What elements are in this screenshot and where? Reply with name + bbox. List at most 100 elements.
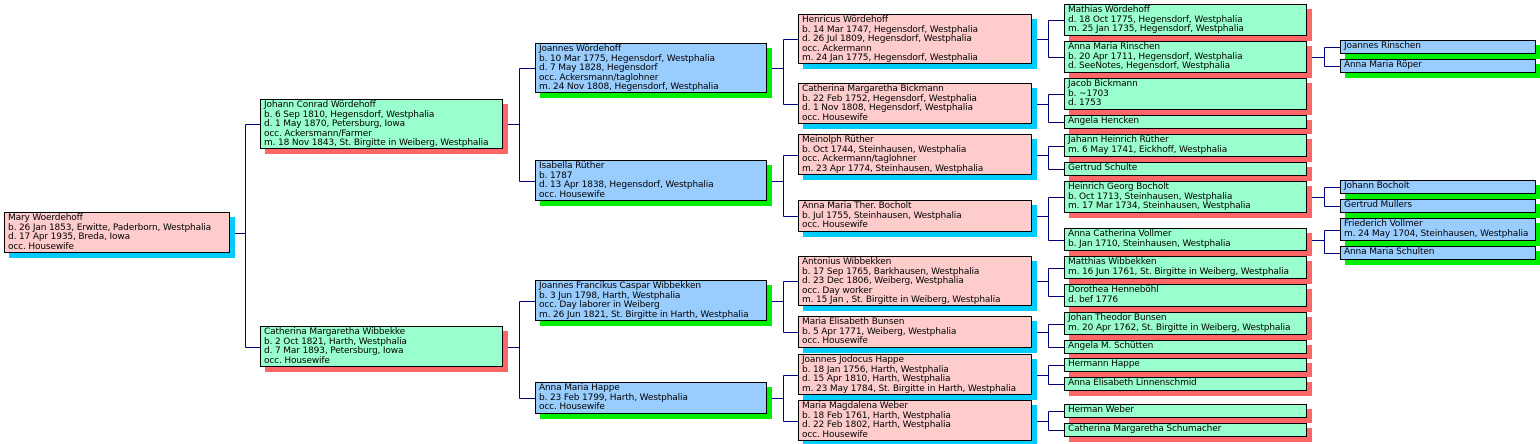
person-card-joannes-wordehoff[interactable]: Joannes Wördehoff b. 10 Mar 1775, Hegens…	[535, 43, 767, 93]
person-card-anna-maria-roper[interactable]: Anna Maria Röper	[1340, 59, 1536, 73]
person-card-joannes-rinschen[interactable]: Joannes Rinschen	[1340, 40, 1536, 54]
person-card-anna-maria-happe[interactable]: Anna Maria Happe b. 23 Feb 1799, Harth, …	[535, 382, 767, 414]
person-card-heinrich-georg-bocholt[interactable]: Heinrich Georg Bocholt b. Oct 1713, Stei…	[1064, 181, 1307, 213]
person-death: d. 15 Apr 1810, Harth, Westphalia	[802, 374, 951, 385]
person-name: Anna Maria Röper	[1344, 60, 1422, 70]
person-card-jacob-bickmann[interactable]: Jacob Bickmann b. ~1703 d. 1753	[1064, 78, 1307, 110]
person-card-maria-magdalena-weber[interactable]: Maria Magdalena Weber b. 18 Feb 1761, Ha…	[798, 400, 1032, 441]
person-name: Catherina Margaretha Schumacher	[1068, 424, 1222, 434]
person-card-antonius-wibbekken[interactable]: Antonius Wibbekken b. 17 Sep 1765, Barkh…	[798, 256, 1032, 306]
person-birth: b. Jan 1710, Steinhausen, Westphalia	[1068, 238, 1231, 249]
person-card-joannes-francikus-caspar-wibbekken[interactable]: Joannes Francikus Caspar Wibbekken b. 3 …	[535, 280, 767, 321]
person-birth: b. 14 Mar 1747, Hegensdorf, Westphalia	[802, 24, 978, 35]
person-name: Anna Maria Rinschen	[1068, 42, 1160, 52]
person-birth: b. 6 Sep 1810, Hegensdorf, Westphalia	[264, 109, 435, 120]
person-name: Gertrud Schulte	[1068, 163, 1138, 173]
person-marriage: m. 24 Jan 1775, Hegensdorf, Westphalia	[802, 53, 978, 64]
person-occupation: occ. Housewife	[802, 336, 868, 347]
person-card-matthias-wibbekken[interactable]: Matthias Wibbekken m. 16 Jun 1761, St. B…	[1064, 256, 1307, 279]
person-card-meinolph-ruther[interactable]: Meinolph Rüther b. Oct 1744, Steinhausen…	[798, 134, 1032, 175]
person-card-anna-maria-schulten[interactable]: Anna Maria Schulten	[1340, 246, 1536, 260]
person-card-friederich-vollmer[interactable]: Friederich Vollmer m. 24 May 1704, Stein…	[1340, 218, 1536, 241]
person-card-anna-elisabeth-linnenschmid[interactable]: Anna Elisabeth Linnenschmid	[1064, 377, 1307, 391]
person-occupation: occ. Housewife	[802, 220, 868, 231]
person-birth: b. 18 Feb 1761, Harth, Westphalia	[802, 410, 951, 421]
person-death: d. 23 Dec 1806, Weiberg, Westphalia	[802, 276, 964, 287]
person-card-johan-theodor-bunsen[interactable]: Johan Theodor Bunsen m. 20 Apr 1762, St.…	[1064, 312, 1307, 335]
person-name: Gertrud Mullers	[1344, 200, 1412, 210]
person-occupation: occ. Housewife	[539, 189, 605, 200]
person-name: Anna Maria Schulten	[1344, 247, 1435, 257]
person-card-gertrud-schulte[interactable]: Gertrud Schulte	[1064, 162, 1307, 176]
person-card-dorothea-henneboehl[interactable]: Dorothea Henneböhl d. bef 1776	[1064, 284, 1307, 307]
person-card-isabella-ruther[interactable]: Isabella Rüther b. 1787 d. 13 Apr 1838, …	[535, 160, 767, 201]
person-name: Anna Catherina Vollmer	[1068, 229, 1172, 239]
person-name: Meinolph Rüther	[802, 135, 874, 145]
person-birth: b. 17 Sep 1765, Barkhausen, Westphalia	[802, 266, 980, 277]
person-name: Maria Magdalena Weber	[802, 401, 908, 411]
person-card-catherina-margaretha-schumacher[interactable]: Catherina Margaretha Schumacher	[1064, 423, 1307, 437]
person-name: Joannes Francikus Caspar Wibbekken	[539, 281, 701, 291]
person-birth: b. 3 Jun 1798, Harth, Westphalia	[539, 290, 681, 301]
person-card-catherina-margaretha-bickmann[interactable]: Catherina Margaretha Bickmann b. 22 Feb …	[798, 83, 1032, 124]
person-card-anna-catherina-vollmer[interactable]: Anna Catherina Vollmer b. Jan 1710, Stei…	[1064, 228, 1307, 251]
person-card-anna-maria-rinschen[interactable]: Anna Maria Rinschen b. 20 Apr 1711, Hege…	[1064, 41, 1307, 73]
person-card-hermann-happe[interactable]: Hermann Happe	[1064, 358, 1307, 372]
person-card-jahann-heinrich-ruther[interactable]: Jahann Heinrich Rüther m. 6 May 1741, Ei…	[1064, 134, 1307, 157]
person-occupation: occ. Day worker	[802, 285, 873, 296]
person-name: Antonius Wibbekken	[802, 257, 892, 267]
person-card-mathias-wordehoff[interactable]: Mathias Wördehoff d. 18 Oct 1775, Hegens…	[1064, 4, 1307, 36]
person-marriage: m. 23 May 1784, St. Birgitte in Harth, W…	[802, 383, 1016, 394]
person-card-angela-hencken[interactable]: Angela Hencken	[1064, 115, 1307, 129]
person-occupation: occ. Housewife	[8, 241, 74, 252]
person-marriage: m. 26 Jun 1821, St. Birgitte in Harth, W…	[539, 309, 749, 320]
person-occupation: occ. Day laborer in Weiberg	[539, 300, 660, 311]
person-card-mary-woerdehoff[interactable]: Mary Woerdehoff b. 26 Jan 1853, Erwitte,…	[4, 212, 230, 253]
person-card-angela-m-schutten[interactable]: Angela M. Schütten	[1064, 340, 1307, 354]
person-birth: b. 1787	[539, 170, 573, 181]
person-marriage: m. 24 Nov 1808, Hegensdorf, Westphalia	[539, 82, 719, 93]
person-birth: b. 22 Feb 1752, Hegensdorf, Westphalia	[802, 93, 977, 104]
person-card-joannes-jodocus-happe[interactable]: Joannes Jodocus Happe b. 18 Jan 1756, Ha…	[798, 354, 1032, 395]
person-card-anna-maria-ther-bocholt[interactable]: Anna Maria Ther. Bocholt b. Jul 1755, St…	[798, 200, 1032, 232]
person-death: d. SeeNotes, Hegensdorf, Westphalia	[1068, 61, 1231, 72]
person-name: Jacob Bickmann	[1068, 79, 1138, 89]
person-name: Johann Bocholt	[1344, 181, 1410, 191]
person-name: Hermann Happe	[1068, 359, 1140, 369]
person-occupation: occ. Ackermann/taglohner	[802, 154, 917, 165]
person-birth: b. 26 Jan 1853, Erwitte, Paderborn, West…	[8, 222, 212, 233]
person-birth: b. Oct 1713, Steinhausen, Westphalia	[1068, 191, 1233, 202]
person-birth: b. 20 Apr 1711, Hegensdorf, Westphalia	[1068, 51, 1243, 62]
person-marriage: m. 17 Mar 1734, Steinhausen, Westphalia	[1068, 201, 1251, 212]
person-birth: b. 2 Oct 1821, Harth, Westphalia	[264, 336, 407, 347]
person-birth: b. Jul 1755, Steinhausen, Westphalia	[802, 210, 962, 221]
person-card-henricus-wordehoff[interactable]: Henricus Wördehoff b. 14 Mar 1747, Hegen…	[798, 14, 1032, 64]
person-occupation: occ. Ackersmann/taglohner	[539, 72, 659, 83]
person-death: d. bef 1776	[1068, 294, 1118, 305]
person-name: Catherina Margaretha Bickmann	[802, 84, 944, 94]
person-name: Anna Maria Happe	[539, 383, 620, 393]
person-card-gertrud-mullers[interactable]: Gertrud Mullers	[1340, 199, 1536, 213]
person-marriage: m. 18 Nov 1843, St. Birgitte in Weiberg,…	[264, 138, 489, 149]
person-name: Herman Weber	[1068, 405, 1134, 415]
person-card-maria-elisabeth-bunsen[interactable]: Maria Elisabeth Bunsen b. 5 Apr 1771, We…	[798, 316, 1032, 348]
person-death: d. 7 May 1828, Hegensdorf	[539, 63, 658, 74]
person-card-herman-weber[interactable]: Herman Weber	[1064, 404, 1307, 418]
person-card-johann-bocholt[interactable]: Johann Bocholt	[1340, 180, 1536, 194]
person-occupation: occ. Housewife	[802, 429, 868, 440]
person-death: d. 1753	[1068, 98, 1102, 109]
person-birth: b. ~1703	[1068, 88, 1109, 99]
person-name: Maria Elisabeth Bunsen	[802, 317, 905, 327]
person-card-johann-conrad-wordehoff[interactable]: Johann Conrad Wördehoff b. 6 Sep 1810, H…	[260, 99, 503, 149]
person-name: Johan Theodor Bunsen	[1068, 313, 1167, 323]
person-name: Catherina Margaretha Wibbekke	[264, 327, 406, 337]
person-name: Angela Hencken	[1068, 116, 1139, 126]
person-marriage: m. 6 May 1741, Eickhoff, Westphalia	[1068, 144, 1228, 155]
person-death: d. 22 Feb 1802, Harth, Westphalia	[802, 420, 951, 431]
person-card-catherina-margaretha-wibbekke[interactable]: Catherina Margaretha Wibbekke b. 2 Oct 1…	[260, 326, 503, 367]
person-name: Anna Maria Ther. Bocholt	[802, 201, 912, 211]
person-name: Henricus Wördehoff	[802, 15, 888, 25]
person-name: Anna Elisabeth Linnenschmid	[1068, 378, 1197, 388]
person-occupation: occ. Ackermann	[802, 43, 872, 54]
